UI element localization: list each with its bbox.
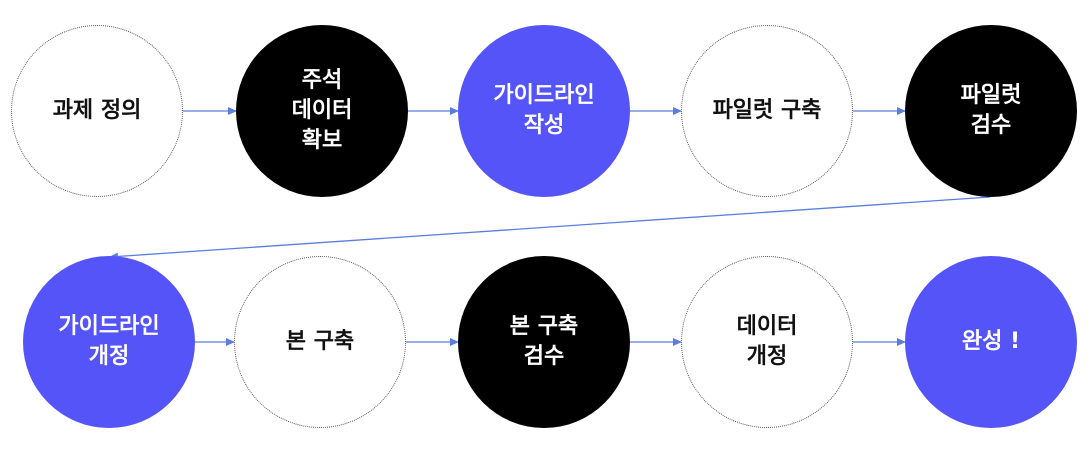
step-data-revision: 데이터 개정 (681, 256, 853, 428)
step-label-line: 검수 (523, 344, 565, 369)
step-main-construction: 본 구축 (234, 256, 406, 428)
step-label-line: 본 구축 (509, 314, 579, 339)
step-label-line: 완성 ! (961, 329, 1021, 354)
step-label-line: 파일럿 구축 (712, 98, 822, 123)
flow-arrow (109, 196, 991, 261)
step-complete: 완성 ! (905, 256, 1077, 428)
step-label-line: 과제 정의 (52, 98, 142, 123)
step-label-line: 개정 (88, 344, 130, 369)
step-label-line: 데이터 (291, 98, 353, 123)
step-label-line: 개정 (746, 344, 788, 369)
step-label-line: 본 구축 (285, 329, 355, 354)
step-main-construction-review: 본 구축 검수 (458, 256, 630, 428)
step-pilot-construction: 파일럿 구축 (681, 25, 853, 197)
step-guideline-writing: 가이드라인 작성 (458, 25, 630, 197)
step-label-line: 검수 (970, 113, 1012, 138)
step-pilot-review: 파일럿 검수 (905, 25, 1077, 197)
step-label-line: 데이터 (736, 314, 798, 339)
step-task-definition: 과제 정의 (11, 25, 183, 197)
step-label-line: 가이드라인 (493, 83, 595, 108)
step-label-line: 작성 (523, 113, 565, 138)
step-guideline-revision: 가이드라인 개정 (23, 256, 195, 428)
step-label-line: 확보 (301, 128, 343, 153)
step-label-line: 가이드라인 (58, 314, 160, 339)
step-label-line: 파일럿 (960, 83, 1022, 108)
step-annotation-data-acquisition: 주석 데이터 확보 (236, 25, 408, 197)
step-label-line: 주석 (301, 68, 343, 93)
